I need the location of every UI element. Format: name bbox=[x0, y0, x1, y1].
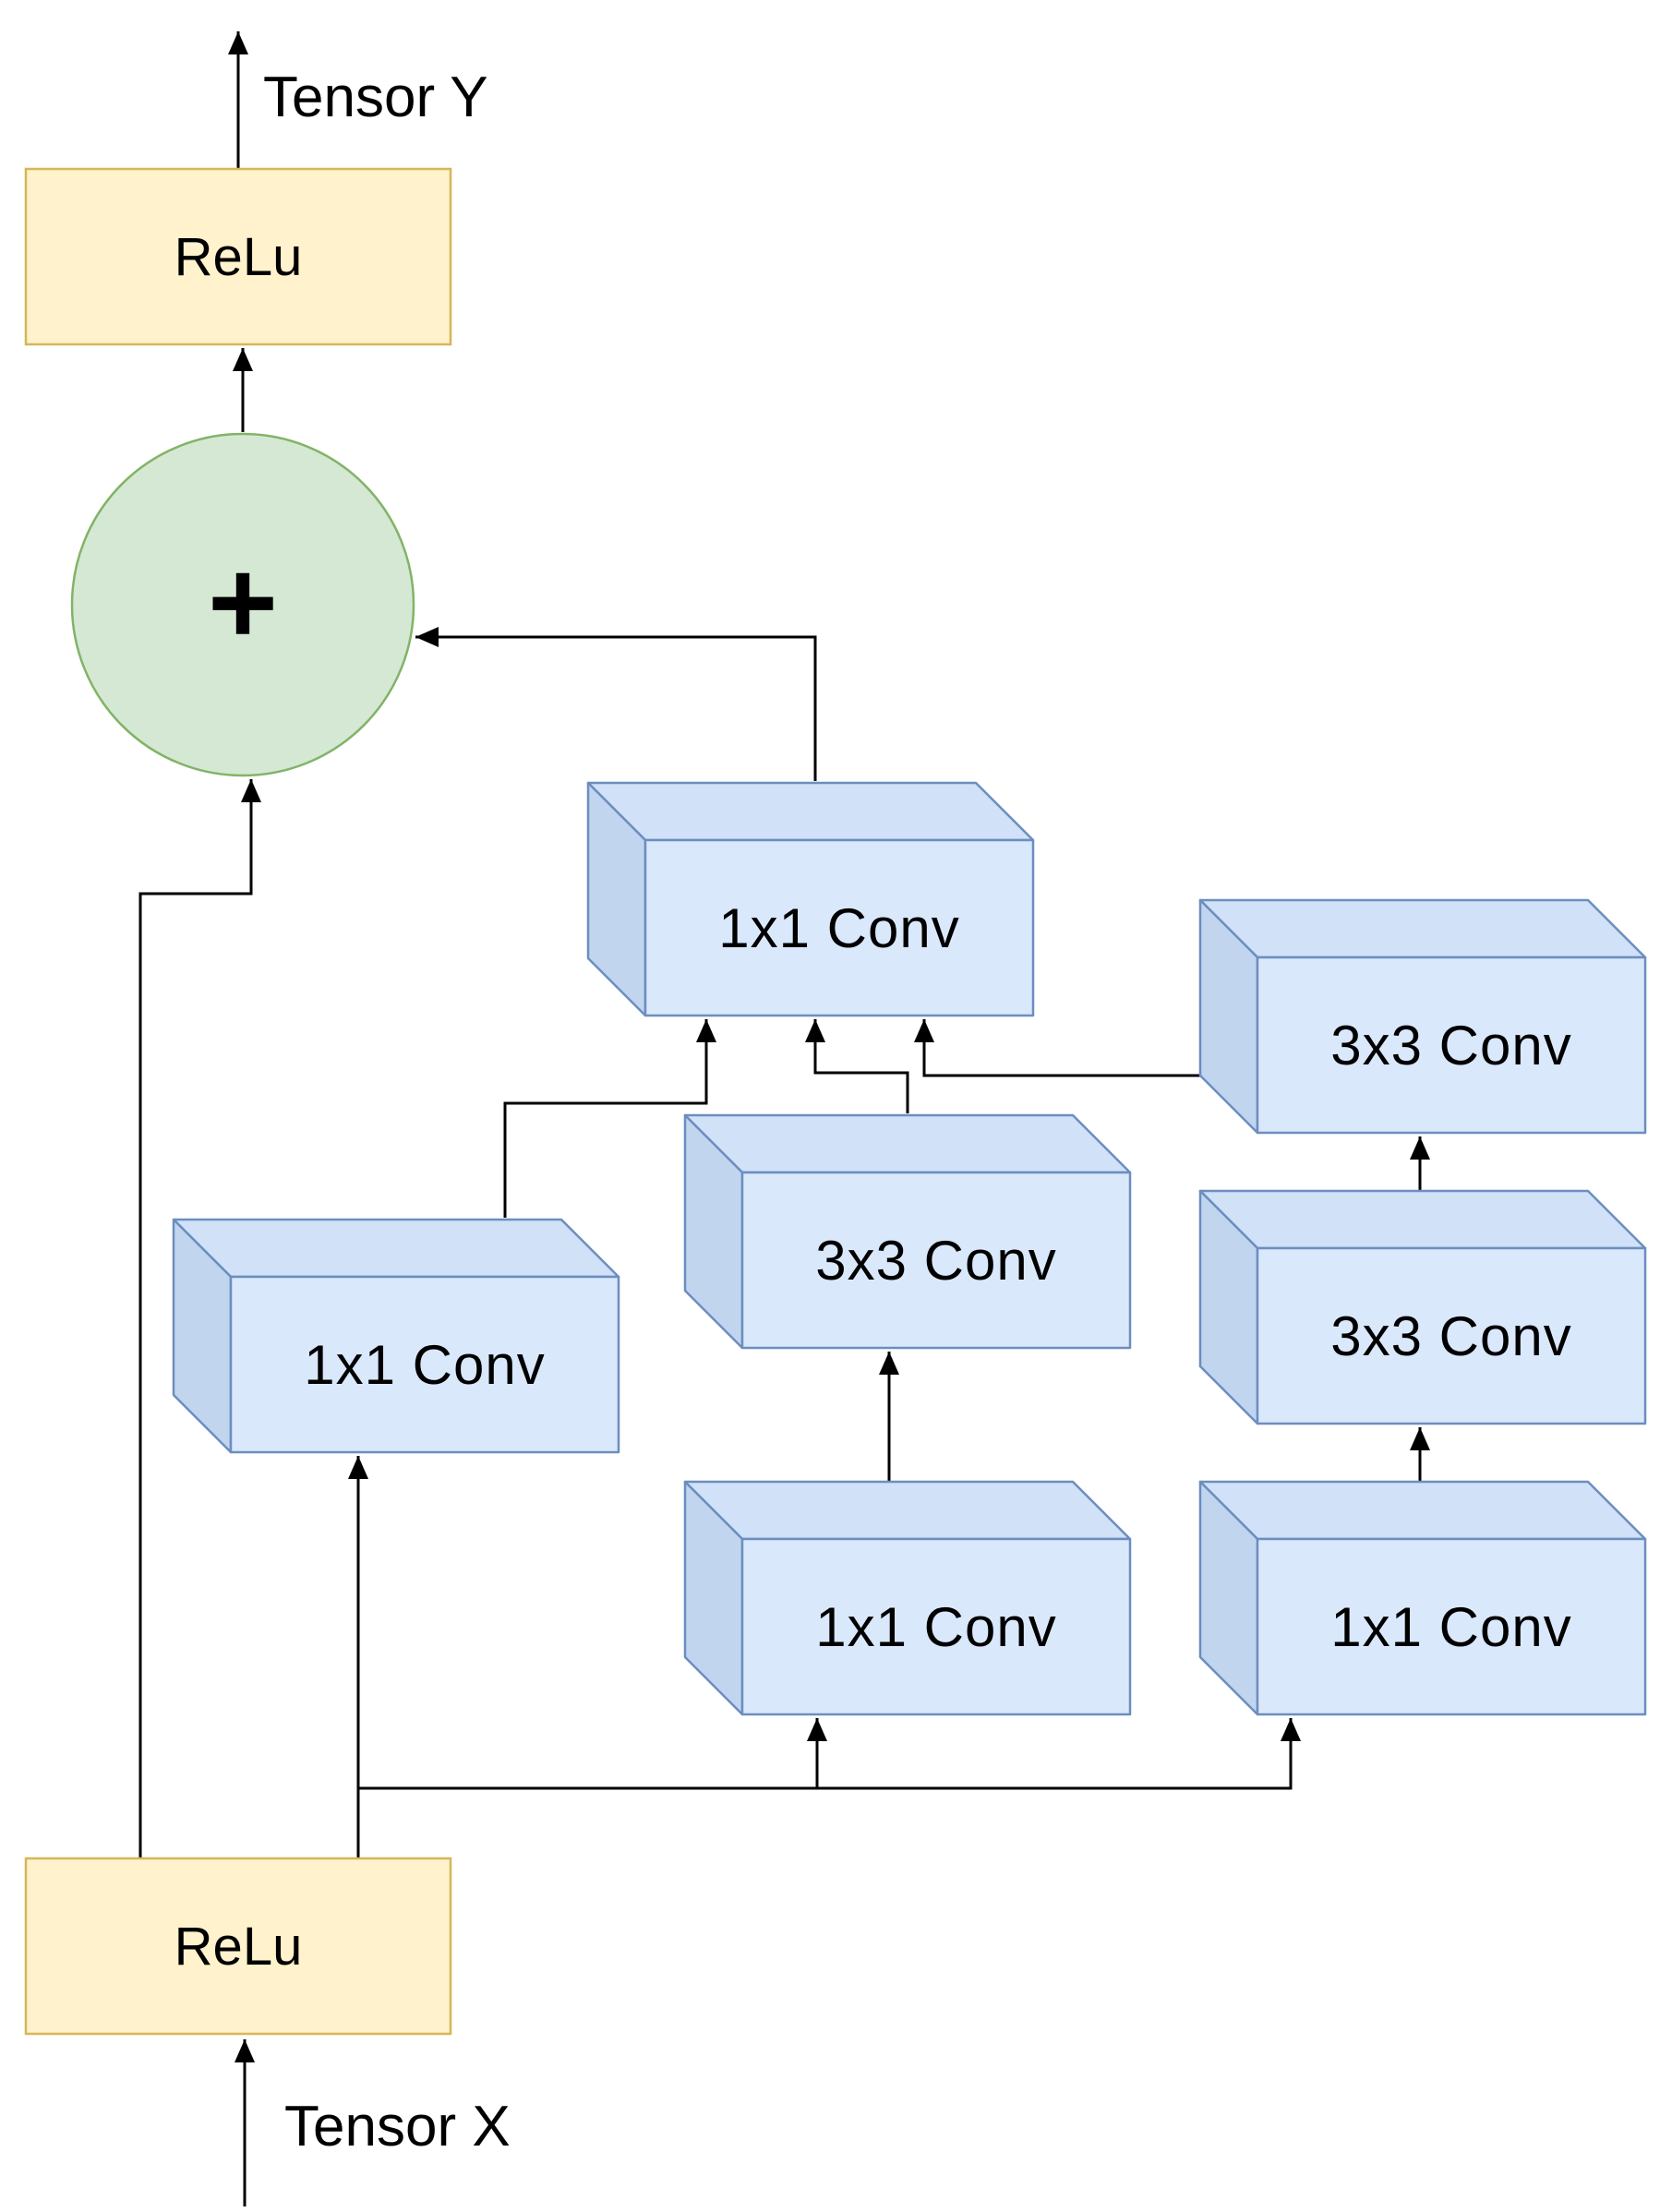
cube-top-face bbox=[1198, 1189, 1647, 1250]
conv-mid-1x1-cube: 1x1 Conv bbox=[683, 1480, 1132, 1716]
cube-front-face bbox=[740, 1537, 1132, 1716]
cube-top-face bbox=[1198, 1480, 1647, 1541]
conv-right-3x3-mid-cube: 3x3 Conv bbox=[1198, 1189, 1647, 1425]
conv-mid-3x3-cube: 3x3 Conv bbox=[683, 1113, 1132, 1350]
conv-right-3x3-mid-label: 3x3 Conv bbox=[1330, 1305, 1571, 1367]
conv-top-label: 1x1 Conv bbox=[718, 897, 959, 959]
relu-bottom-box bbox=[24, 1857, 452, 2036]
cube-front-face bbox=[1256, 956, 1647, 1135]
tensor-x-label: Tensor X bbox=[284, 2095, 511, 2158]
cube-top-face bbox=[683, 1113, 1132, 1174]
cube-top-face bbox=[586, 781, 1035, 842]
cube-front-face bbox=[1256, 1246, 1647, 1425]
edge-mid-3x3-to-conv-top bbox=[805, 1019, 909, 1113]
edge-conv-left-to-conv-top bbox=[503, 1019, 716, 1218]
add-ellipse bbox=[70, 432, 415, 777]
conv-mid-3x3-label: 3x3 Conv bbox=[815, 1230, 1056, 1292]
cube-front-face bbox=[1256, 1537, 1647, 1716]
cube-front-face bbox=[644, 838, 1035, 1017]
relu-top-box bbox=[24, 167, 452, 346]
conv-left-label: 1x1 Conv bbox=[304, 1334, 545, 1396]
conv-right-1x1-cube: 1x1 Conv bbox=[1198, 1480, 1647, 1716]
add-node: + bbox=[70, 432, 415, 777]
cube-front-face bbox=[229, 1275, 620, 1454]
relu-top-node: ReLu bbox=[24, 167, 452, 346]
relu-top-label: ReLu bbox=[174, 227, 303, 287]
edges bbox=[138, 31, 1430, 2206]
cube-top-face bbox=[1198, 898, 1647, 959]
edge-conv-top-to-add bbox=[415, 627, 817, 781]
cube-front-face bbox=[740, 1171, 1132, 1350]
conv-left-cube: 1x1 Conv bbox=[172, 1218, 620, 1454]
conv-top-cube: 1x1 Conv bbox=[586, 781, 1035, 1017]
conv-right-3x3-top-label: 3x3 Conv bbox=[1330, 1015, 1571, 1076]
add-label: + bbox=[208, 535, 278, 669]
conv-mid-1x1-label: 1x1 Conv bbox=[815, 1596, 1056, 1658]
edge-right-3x3-top-to-conv-top bbox=[914, 1019, 1200, 1077]
cube-top-face bbox=[683, 1480, 1132, 1541]
cube-top-face bbox=[172, 1218, 620, 1279]
edge-residual-skip bbox=[138, 779, 261, 1858]
relu-bottom-node: ReLu bbox=[24, 1857, 452, 2036]
edge-distribution-to-right-1x1 bbox=[358, 1718, 1301, 1790]
tensor-y-label: Tensor Y bbox=[263, 66, 488, 129]
conv-right-1x1-label: 1x1 Conv bbox=[1330, 1596, 1571, 1658]
conv-right-3x3-top-cube: 3x3 Conv bbox=[1198, 898, 1647, 1135]
relu-bottom-label: ReLu bbox=[174, 1917, 303, 1977]
